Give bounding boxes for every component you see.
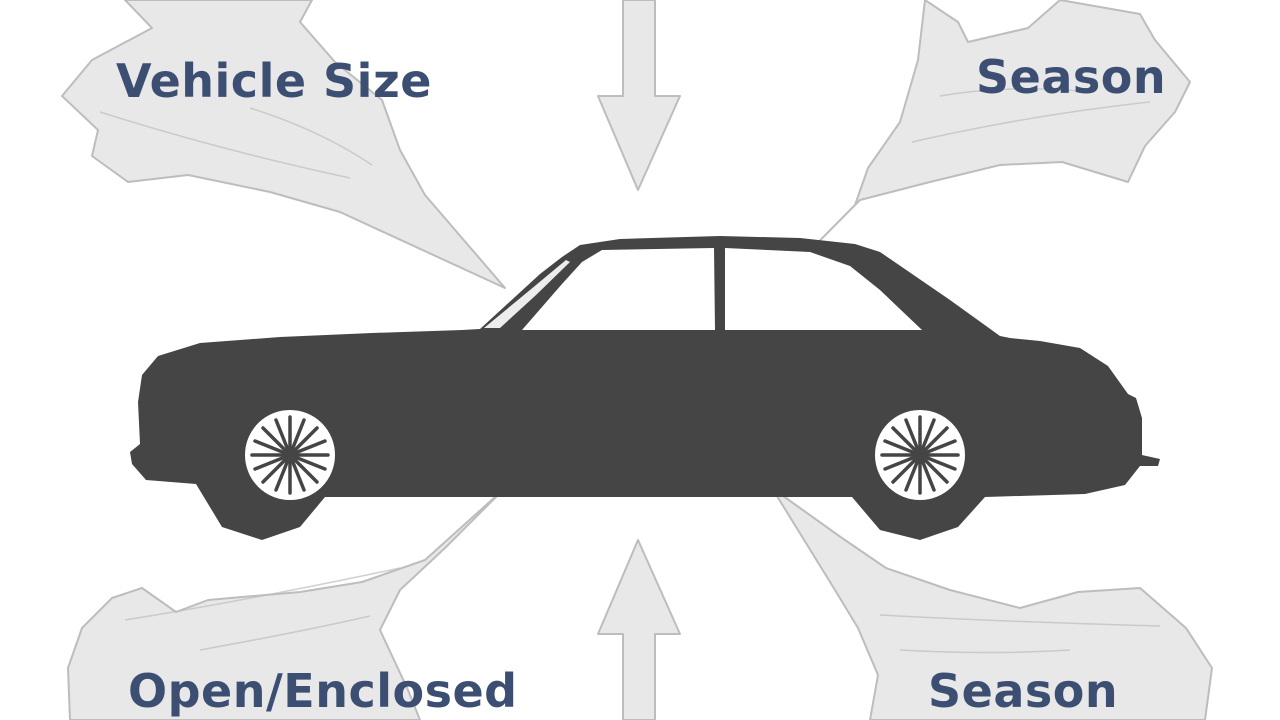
factor-label-open-enclosed: Open/Enclosed	[128, 664, 518, 718]
arrow-from-top-left-icon	[61, 0, 506, 289]
arrow-from-top-right-icon	[767, 0, 1191, 294]
factor-label-season-bottom: Season	[928, 664, 1119, 718]
factor-label-vehicle-size: Vehicle Size	[116, 54, 432, 108]
arrow-from-bottom-right-icon	[771, 487, 1213, 720]
car-silhouette-icon	[130, 236, 1160, 540]
arrow-from-bottom-left-icon	[67, 487, 506, 720]
factor-label-season-top: Season	[976, 50, 1167, 104]
arrow-from-top-icon	[597, 0, 681, 191]
arrow-from-bottom-icon	[597, 539, 681, 720]
